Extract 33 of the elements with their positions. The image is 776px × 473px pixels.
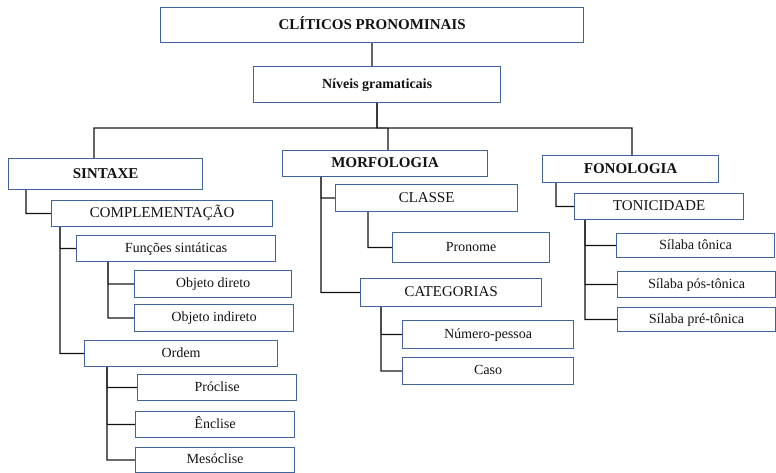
category-box: CATEGORIAS xyxy=(360,278,542,307)
title-box: CLÍTICOS PRONOMINAIS xyxy=(160,7,584,43)
connector-line xyxy=(25,190,51,214)
connector-line xyxy=(59,227,84,354)
connector-line xyxy=(106,367,135,461)
category-box: COMPLEMENTAÇÃO xyxy=(51,200,273,227)
connector-line xyxy=(367,212,392,248)
category-box: Ordem xyxy=(84,340,278,367)
connector-line xyxy=(555,183,574,208)
category-box: Número-pessoa xyxy=(402,320,574,349)
category-box: CLASSE xyxy=(335,184,518,212)
category-box: Sílaba tônica xyxy=(616,233,775,258)
connector-line xyxy=(380,307,402,372)
category-box: Mesóclise xyxy=(135,447,295,473)
connector-line xyxy=(371,43,373,66)
category-box: SINTAXE xyxy=(8,158,203,190)
connector-line xyxy=(107,262,134,319)
connector-line xyxy=(376,103,633,155)
category-box: Próclise xyxy=(137,374,297,401)
category-box: Caso xyxy=(402,357,574,385)
category-box: FONOLOGIA xyxy=(542,155,719,183)
category-box: Ênclise xyxy=(135,411,295,438)
category-box: Níveis gramaticais xyxy=(253,66,501,103)
category-box: TONICIDADE xyxy=(574,193,744,220)
connector-line xyxy=(584,220,617,320)
category-box: MORFOLOGIA xyxy=(282,150,488,177)
category-box: Pronome xyxy=(392,232,550,263)
category-box: Sílaba pré-tônica xyxy=(617,307,776,332)
category-box: Sílaba pós-tônica xyxy=(617,271,776,298)
category-box: Objeto direto xyxy=(134,270,292,298)
connector-line xyxy=(320,177,360,294)
category-box: Funções sintáticas xyxy=(76,235,276,262)
category-box: Objeto indireto xyxy=(134,304,294,332)
